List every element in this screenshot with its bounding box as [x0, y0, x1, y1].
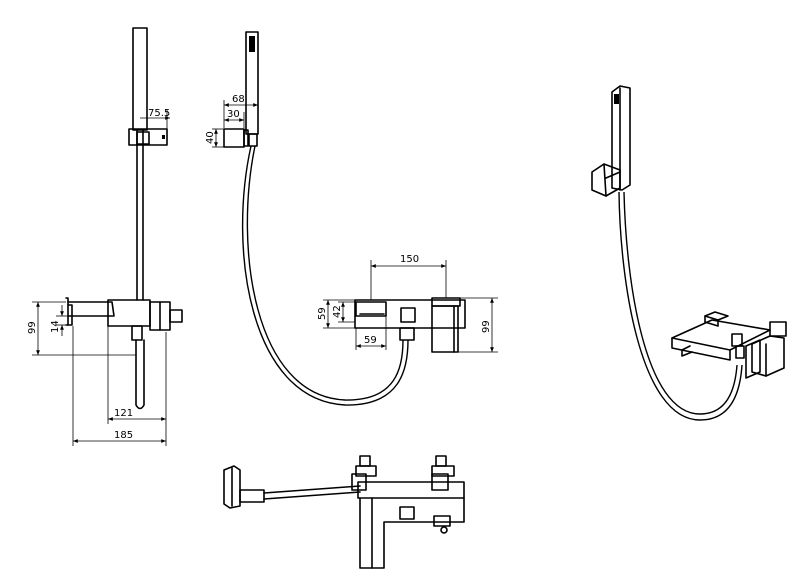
- dim-outlet-height: 59: [317, 299, 355, 329]
- dim-bracket-offset: 75.5: [140, 108, 170, 130]
- dim-spout-height: 99: [27, 301, 136, 356]
- mixer-body: [107, 299, 183, 341]
- plan-holder: [223, 465, 265, 509]
- side-view: 75.5 99 14 121 185: [27, 27, 183, 446]
- dim-spout-height-label: 99: [27, 321, 38, 334]
- dim-body-height: 99: [458, 297, 498, 353]
- dim-holder-gap: 30: [224, 109, 245, 128]
- hand-shower: [245, 31, 259, 147]
- dim-holder-depth-label: 68: [232, 94, 245, 105]
- dim-holder-gap-label: 30: [227, 109, 240, 120]
- shower-view: 68 30 40: [205, 31, 409, 406]
- dim-body-height-label: 99: [481, 320, 492, 333]
- dim-holder-height-label: 40: [205, 131, 216, 144]
- wall-holder: [223, 128, 249, 148]
- dim-body-projection: 121: [107, 326, 167, 424]
- perspective-view: [591, 85, 787, 421]
- dim-overall-projection-label: 185: [114, 430, 133, 441]
- shower-hose: [242, 145, 409, 406]
- perspective-hose: [618, 191, 743, 421]
- dim-center-distance: 150: [370, 254, 447, 300]
- dim-outlet-width-label: 59: [364, 335, 377, 346]
- dim-bracket-offset-label: 75.5: [148, 108, 170, 119]
- spout: [65, 297, 115, 326]
- holder-bracket: [128, 128, 168, 146]
- dim-body-projection-label: 121: [114, 408, 133, 419]
- plan-hose: [263, 485, 361, 494]
- dim-holder-height: 40: [205, 128, 224, 148]
- plan-body: [351, 455, 465, 569]
- dim-spout-lip-label: 14: [50, 320, 61, 333]
- dim-spout-lip: 14: [50, 305, 68, 336]
- dim-outlet-height-label: 59: [317, 307, 328, 320]
- dim-overall-projection: 185: [72, 326, 167, 446]
- outlet-pipe: [135, 339, 145, 410]
- dim-outlet-inner-label: 42: [332, 305, 343, 318]
- perspective-mixer: [671, 311, 787, 379]
- dim-outlet-inner: 42: [332, 301, 355, 323]
- riser-rail: [132, 27, 148, 301]
- front-view: 150 59 42 59 99: [317, 254, 498, 353]
- dim-center-distance-label: 150: [400, 254, 419, 265]
- perspective-holder: [591, 163, 621, 197]
- dim-outlet-width: 59: [355, 316, 387, 350]
- plan-view: [223, 455, 465, 569]
- dim-holder-depth: 68: [223, 94, 259, 130]
